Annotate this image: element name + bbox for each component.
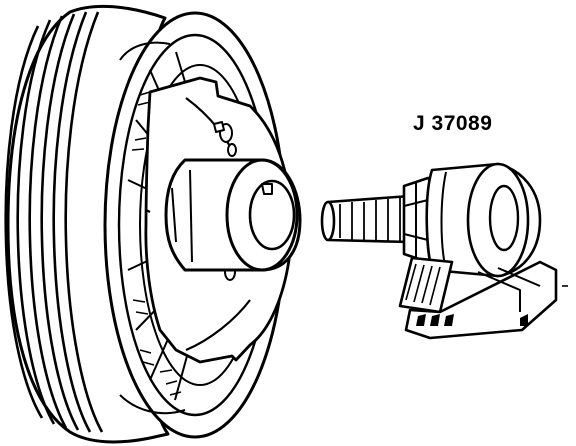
rear-shading-bottom xyxy=(120,395,185,413)
web-hatching xyxy=(132,92,181,395)
tool-lower-thread-lines xyxy=(406,264,440,305)
tool-handle-teeth xyxy=(416,314,528,326)
tool-shaft-tip xyxy=(322,202,334,240)
tool-body-bore xyxy=(490,186,518,250)
tool-number-label: J 37089 xyxy=(413,112,493,135)
tool-hex-edges xyxy=(404,182,428,258)
tool-shaft-flutes xyxy=(340,198,400,242)
tool-lower-thread xyxy=(400,258,452,312)
pulley-grooves xyxy=(6,12,102,432)
rear-shading-top xyxy=(120,43,170,60)
tool-shaft xyxy=(323,196,410,242)
hub-shoulder xyxy=(172,170,192,262)
crankshaft-balancer xyxy=(6,6,300,442)
hub-cylinder-end xyxy=(227,160,297,270)
tool-handle-slot xyxy=(478,268,540,312)
hub-bore xyxy=(250,181,294,249)
tool-handle xyxy=(406,262,556,338)
keyway xyxy=(262,184,272,194)
flange-step xyxy=(146,98,250,350)
installer-tool xyxy=(322,164,568,338)
